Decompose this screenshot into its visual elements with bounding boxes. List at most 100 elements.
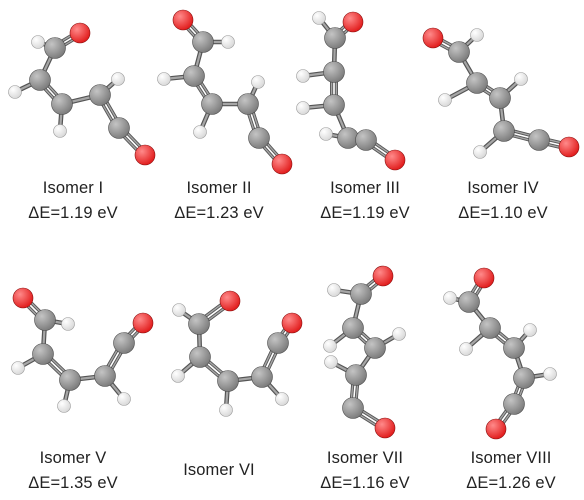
isomer-energy: ΔE=1.35 eV <box>28 474 118 492</box>
atom-layer <box>8 22 156 166</box>
carbon-atom <box>503 337 525 359</box>
isomer-name: Isomer II <box>186 179 252 197</box>
carbon-atom <box>189 346 211 368</box>
hydrogen-atom <box>392 327 406 341</box>
molecule-structure <box>323 265 406 439</box>
carbon-atom <box>237 93 259 115</box>
carbon-atom <box>192 31 214 53</box>
carbon-atom <box>466 72 488 94</box>
oxygen-atom <box>384 149 406 171</box>
carbon-atom <box>448 41 470 63</box>
isomer-label: Isomer VI <box>146 458 292 483</box>
molecule-structure <box>296 11 406 171</box>
isomer-name: Isomer IV <box>467 179 539 197</box>
isomer-panel: Isomer IV ΔE=1.10 eV <box>422 0 580 250</box>
oxygen-atom <box>219 290 241 312</box>
isomer-label: Isomer VII ΔE=1.16 eV <box>292 446 438 496</box>
hydrogen-atom <box>31 35 45 49</box>
carbon-atom <box>364 337 386 359</box>
carbon-atom <box>188 313 210 335</box>
isomer-name: Isomer VII <box>326 449 404 467</box>
carbon-atom <box>458 291 480 313</box>
oxygen-atom <box>12 287 34 309</box>
hydrogen-atom <box>53 124 67 138</box>
carbon-atom <box>323 61 345 83</box>
carbon-atom <box>503 393 525 415</box>
hydrogen-atom <box>327 283 341 297</box>
atom-layer <box>296 11 406 171</box>
hydrogen-atom <box>171 369 185 383</box>
hydrogen-atom <box>221 35 235 49</box>
carbon-atom <box>342 317 364 339</box>
carbon-atom <box>324 27 346 49</box>
molecule-structure <box>8 22 156 166</box>
carbon-atom <box>342 397 364 419</box>
carbon-atom <box>44 37 66 59</box>
carbon-atom <box>183 65 205 87</box>
hydrogen-atom <box>8 85 22 99</box>
isomer-energy: ΔE=1.26 eV <box>466 474 556 492</box>
isomer-label: Isomer V ΔE=1.35 eV <box>0 446 146 496</box>
isomer-panel: Isomer VII ΔE=1.16 eV <box>292 250 438 500</box>
isomer-name: Isomer VI <box>183 461 255 479</box>
oxygen-atom <box>271 153 293 175</box>
atom-layer <box>11 287 154 413</box>
molecule-structure <box>171 290 303 417</box>
isomer-energy: ΔE=1.19 eV <box>320 204 410 222</box>
carbon-atom <box>479 317 501 339</box>
isomer-label: Isomer II ΔE=1.23 eV <box>146 176 292 226</box>
carbon-atom <box>493 120 515 142</box>
oxygen-atom <box>69 22 91 44</box>
hydrogen-atom <box>111 72 125 86</box>
hydrogen-atom <box>514 72 528 86</box>
hydrogen-atom <box>470 28 484 42</box>
carbon-atom <box>217 370 239 392</box>
isomer-label: Isomer VIII ΔE=1.26 eV <box>438 446 584 496</box>
hydrogen-atom <box>117 392 131 406</box>
molecule-structure <box>157 9 293 175</box>
carbon-atom <box>108 117 130 139</box>
hydrogen-atom <box>319 127 333 141</box>
hydrogen-atom <box>473 145 487 159</box>
oxygen-atom <box>342 11 364 33</box>
carbon-atom <box>345 364 367 386</box>
carbon-atom <box>251 366 273 388</box>
oxygen-atom <box>172 9 194 31</box>
isomer-panel: Isomer V ΔE=1.35 eV <box>0 250 154 500</box>
isomer-energy: ΔE=1.10 eV <box>458 204 548 222</box>
hydrogen-atom <box>219 403 233 417</box>
hydrogen-atom <box>296 69 310 83</box>
atom-layer <box>422 27 580 159</box>
atom-layer <box>443 267 557 440</box>
hydrogen-atom <box>11 361 25 375</box>
isomer-name: Isomer VIII <box>470 449 552 467</box>
carbon-atom <box>51 93 73 115</box>
hydrogen-atom <box>459 342 473 356</box>
molecule-structure <box>443 267 557 440</box>
hydrogen-atom <box>312 11 326 25</box>
oxygen-atom <box>134 144 156 166</box>
carbon-atom <box>248 127 270 149</box>
carbon-atom <box>337 127 359 149</box>
isomer-panel: Isomer VI <box>146 250 303 500</box>
molecule-structure <box>422 27 580 159</box>
carbon-atom <box>323 94 345 116</box>
oxygen-atom <box>485 418 507 440</box>
oxygen-atom <box>374 417 396 439</box>
hydrogen-atom <box>57 399 71 413</box>
carbon-atom <box>34 309 56 331</box>
isomer-name: Isomer I <box>42 179 104 197</box>
isomer-energy: ΔE=1.23 eV <box>174 204 264 222</box>
hydrogen-atom <box>157 72 171 86</box>
hydrogen-atom <box>193 125 207 139</box>
isomer-panel: Isomer III ΔE=1.19 eV <box>292 0 438 250</box>
carbon-atom <box>528 129 550 151</box>
carbon-atom <box>59 369 81 391</box>
carbon-atom <box>513 367 535 389</box>
oxygen-atom <box>372 265 394 287</box>
carbon-atom <box>89 84 111 106</box>
hydrogen-atom <box>438 93 452 107</box>
hydrogen-atom <box>323 339 337 353</box>
carbon-atom <box>201 93 223 115</box>
hydrogen-atom <box>275 392 289 406</box>
